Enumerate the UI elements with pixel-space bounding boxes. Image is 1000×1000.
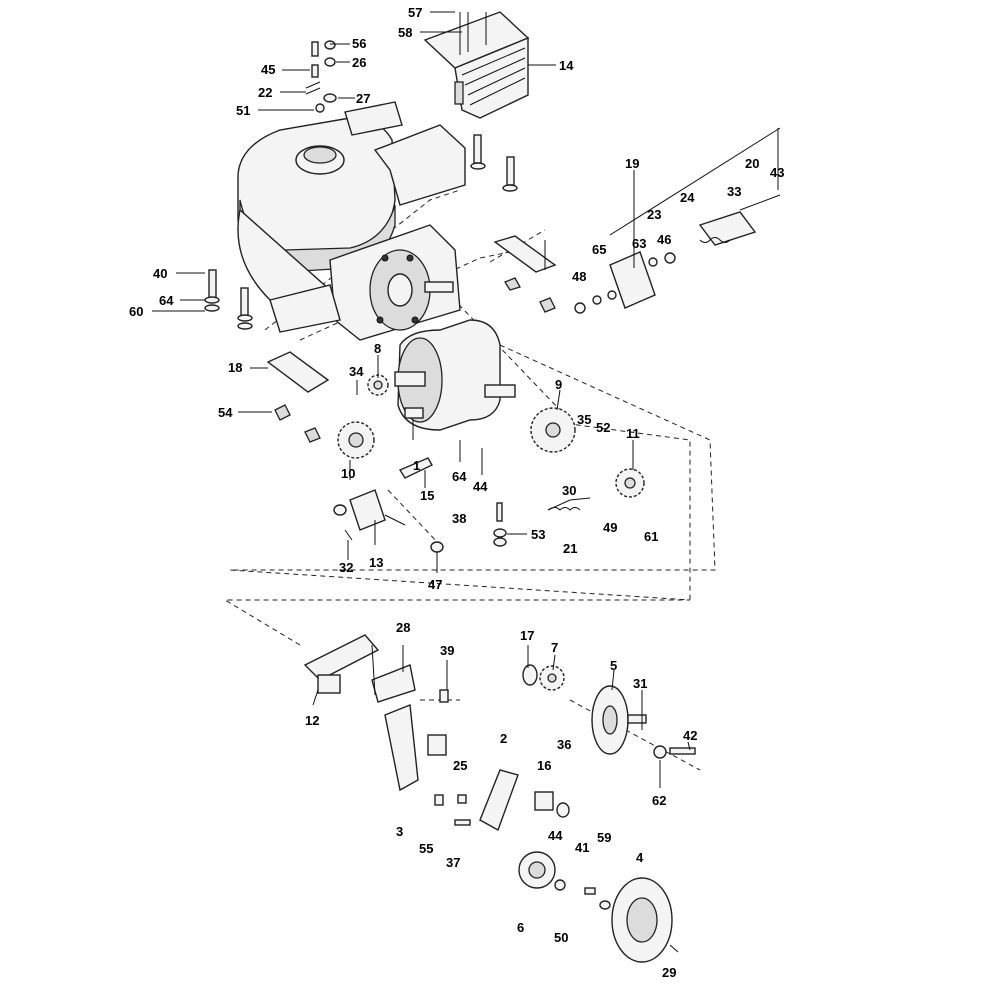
label-part-47: 47 <box>428 577 442 592</box>
label-part-57: 57 <box>408 5 422 20</box>
label-part-63: 63 <box>632 236 646 251</box>
label-part-30: 30 <box>562 483 576 498</box>
label-part-42: 42 <box>683 728 697 743</box>
label-part-18: 18 <box>228 360 242 375</box>
label-part-45: 45 <box>261 62 275 77</box>
label-part-19: 19 <box>625 156 639 171</box>
label-part-32: 32 <box>339 560 353 575</box>
label-part-64-left: 64 <box>159 293 174 308</box>
tensioner-assembly <box>333 457 591 553</box>
label-part-21: 21 <box>563 541 577 556</box>
label-part-6: 6 <box>517 920 524 935</box>
clutch-lever-assembly <box>574 194 781 314</box>
label-part-14: 14 <box>559 58 574 73</box>
label-part-38: 38 <box>452 511 466 526</box>
label-part-17: 17 <box>520 628 534 643</box>
label-part-20: 20 <box>745 156 759 171</box>
label-part-53: 53 <box>531 527 545 542</box>
label-part-40: 40 <box>153 266 167 281</box>
label-part-5: 5 <box>610 658 617 673</box>
fasteners-top <box>204 40 518 330</box>
label-part-36: 36 <box>557 737 571 752</box>
label-part-46: 46 <box>657 232 671 247</box>
label-part-41: 41 <box>575 840 589 855</box>
label-part-50: 50 <box>554 930 568 945</box>
part-labels: 1 2 3 4 5 6 7 8 9 10 11 12 13 14 15 16 1… <box>129 5 784 980</box>
leader-lines <box>152 11 781 788</box>
label-part-10: 10 <box>341 466 355 481</box>
label-part-60: 60 <box>129 304 143 319</box>
label-part-4: 4 <box>636 850 644 865</box>
label-part-9: 9 <box>555 377 562 392</box>
label-part-62: 62 <box>652 793 666 808</box>
label-part-16: 16 <box>537 758 551 773</box>
engine <box>237 101 466 341</box>
label-part-3: 3 <box>396 824 403 839</box>
label-part-44-top: 44 <box>473 479 488 494</box>
gearbox-housing <box>394 319 516 431</box>
label-part-39: 39 <box>440 643 454 658</box>
label-part-65: 65 <box>592 242 606 257</box>
label-part-26: 26 <box>352 55 366 70</box>
label-part-2: 2 <box>500 731 507 746</box>
label-part-61: 61 <box>644 529 658 544</box>
label-part-31: 31 <box>633 676 647 691</box>
label-part-13: 13 <box>369 555 383 570</box>
label-part-56: 56 <box>352 36 366 51</box>
label-part-64-center: 64 <box>452 469 467 484</box>
label-part-35: 35 <box>577 412 591 427</box>
label-part-27: 27 <box>356 91 370 106</box>
label-part-24: 24 <box>680 190 695 205</box>
label-part-7: 7 <box>551 640 558 655</box>
label-part-44-bottom: 44 <box>548 828 563 843</box>
label-part-37: 37 <box>446 855 460 870</box>
label-part-52: 52 <box>596 420 610 435</box>
label-part-48: 48 <box>572 269 586 284</box>
label-part-49: 49 <box>603 520 617 535</box>
label-part-33: 33 <box>727 184 741 199</box>
label-part-25: 25 <box>453 758 467 773</box>
label-part-22: 22 <box>258 85 272 100</box>
label-part-23: 23 <box>647 207 661 222</box>
heat-shield <box>423 11 530 119</box>
label-part-29: 29 <box>662 965 676 980</box>
label-part-55: 55 <box>419 841 433 856</box>
label-part-58: 58 <box>398 25 412 40</box>
label-part-59: 59 <box>597 830 611 845</box>
label-part-54: 54 <box>218 405 233 420</box>
mount-plates <box>266 235 557 443</box>
lower-drive-assembly <box>303 634 696 963</box>
label-part-1: 1 <box>413 458 420 473</box>
label-part-28: 28 <box>396 620 410 635</box>
label-part-15: 15 <box>420 488 434 503</box>
label-part-11: 11 <box>626 426 640 441</box>
sprockets <box>337 374 645 691</box>
label-part-12: 12 <box>305 713 319 728</box>
label-part-34: 34 <box>349 364 364 379</box>
label-part-43: 43 <box>770 165 784 180</box>
label-part-51: 51 <box>236 103 250 118</box>
label-part-8: 8 <box>374 341 381 356</box>
